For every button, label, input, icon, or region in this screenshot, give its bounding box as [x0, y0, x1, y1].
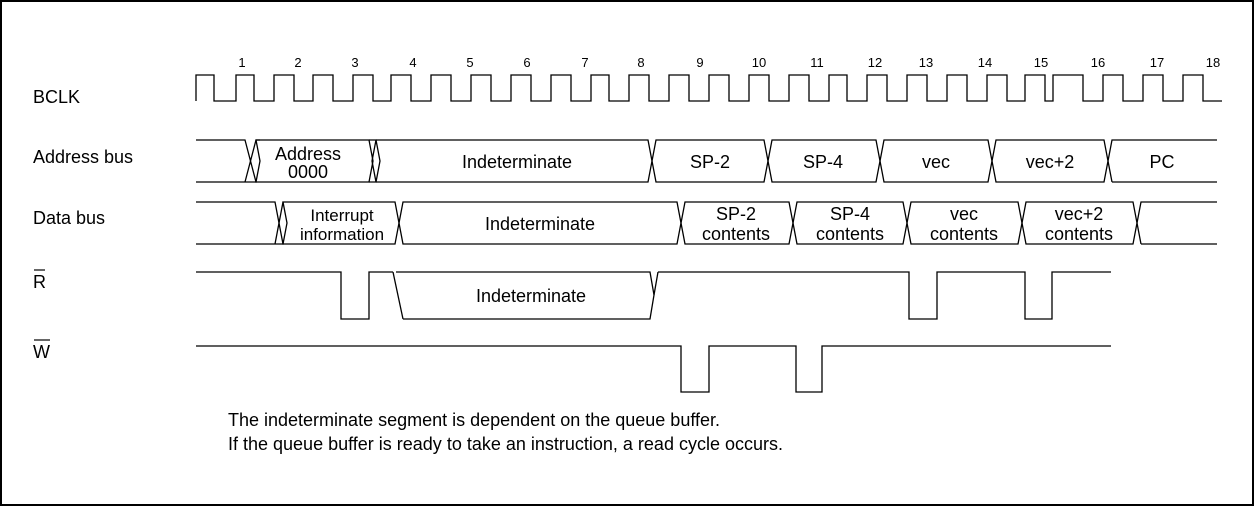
data-bus-interrupt-line1: Interrupt: [310, 206, 374, 225]
data-bus-vec2-line2: contents: [1045, 224, 1113, 244]
data-bus-interrupt-line2: information: [300, 225, 384, 244]
signal-label-w: W: [33, 342, 50, 362]
data-bus-sp2-line1: SP-2: [716, 204, 756, 224]
cycle-number-10: 10: [752, 55, 766, 70]
data-bus-waveform: [196, 201, 1217, 245]
cycle-number-11: 11: [810, 55, 824, 70]
address-bus-vec: vec: [922, 152, 950, 172]
address-bus-pc: PC: [1149, 152, 1174, 172]
bclk-waveform: [195, 74, 1222, 102]
cycle-number-7: 7: [581, 55, 588, 70]
cycle-number-8: 8: [637, 55, 644, 70]
signal-label-bclk: BCLK: [33, 87, 80, 107]
cycle-number-14: 14: [978, 55, 992, 70]
data-bus-sp4-line1: SP-4: [830, 204, 870, 224]
cycle-number-12: 12: [868, 55, 882, 70]
cycle-number-13: 13: [919, 55, 933, 70]
data-bus-indeterminate: Indeterminate: [485, 214, 595, 234]
cycle-number-15: 15: [1034, 55, 1048, 70]
cycle-number-16: 16: [1091, 55, 1105, 70]
address-bus-sp2: SP-2: [690, 152, 730, 172]
data-bus-vec-line2: contents: [930, 224, 998, 244]
signal-label-address-bus: Address bus: [33, 147, 133, 167]
address-bus-address-line1: Address: [275, 144, 341, 164]
r-indeterminate: Indeterminate: [476, 286, 586, 306]
signal-label-r: R: [33, 272, 46, 292]
data-bus-sp4-line2: contents: [816, 224, 884, 244]
r-waveform: [196, 271, 1111, 320]
address-bus-sp4: SP-4: [803, 152, 843, 172]
cycle-number-18: 18: [1206, 55, 1220, 70]
cycle-number-6: 6: [523, 55, 530, 70]
note-line-1: The indeterminate segment is dependent o…: [228, 410, 720, 430]
signal-label-data-bus: Data bus: [33, 208, 105, 228]
address-bus-vec2: vec+2: [1026, 152, 1075, 172]
cycle-number-9: 9: [696, 55, 703, 70]
cycle-number-5: 5: [466, 55, 473, 70]
note-line-2: If the queue buffer is ready to take an …: [228, 434, 783, 454]
cycle-number-4: 4: [409, 55, 416, 70]
cycle-number-1: 1: [238, 55, 245, 70]
data-bus-sp2-line2: contents: [702, 224, 770, 244]
w-waveform: [196, 345, 1111, 393]
address-bus-address-line2: 0000: [288, 162, 328, 182]
cycle-number-2: 2: [294, 55, 301, 70]
cycle-number-17: 17: [1150, 55, 1164, 70]
data-bus-vec-line1: vec: [950, 204, 978, 224]
address-bus-waveform: [196, 139, 1217, 183]
address-bus-indeterminate: Indeterminate: [462, 152, 572, 172]
data-bus-vec2-line1: vec+2: [1055, 204, 1104, 224]
cycle-number-3: 3: [351, 55, 358, 70]
